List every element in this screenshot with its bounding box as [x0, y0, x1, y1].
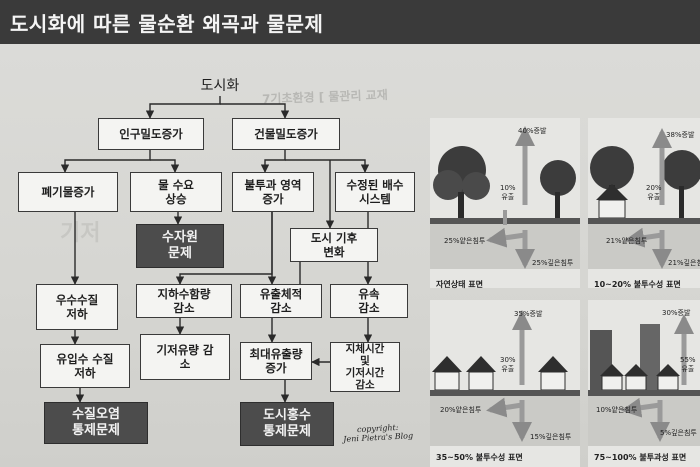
node-water-quality-control-problem: 수질오염 통제문제 — [44, 402, 148, 444]
header-bar: 도시화에 따른 물순환 왜곡과 물문제 — [0, 0, 700, 44]
panel3-deep-infiltration: 15%깊은침투 — [530, 433, 572, 441]
panel1-evaporation: 40%증발 — [518, 127, 547, 135]
node-base-flow-decrease: 기저유량 감 소 — [140, 334, 230, 380]
node-peak-flow-increase: 최대유출량 증가 — [240, 342, 312, 380]
node-flow-velocity-decrease: 유속 감소 — [330, 284, 408, 318]
panel-75-100-percent-impervious — [588, 300, 700, 467]
node-urbanization: 도시화 — [200, 78, 240, 94]
panel4-deep-infiltration: 5%깊은침투 — [660, 429, 697, 437]
node-runoff-quality-degradation: 우수수질 저하 — [36, 284, 118, 330]
background-watermark: 기저 — [60, 221, 101, 246]
panel2-deep-infiltration: 21%깊은침투 — [668, 259, 700, 267]
panel3-runoff: 30% 유출 — [500, 356, 516, 373]
panel3-evaporation: 35%증발 — [514, 310, 543, 318]
panel4-evaporation: 30%증발 — [662, 309, 691, 317]
panel4-shallow-infiltration: 10%얕은침투 — [596, 406, 638, 414]
node-urban-climate-change: 도시 기후 변화 — [290, 228, 378, 262]
panel2-label: 10~20% 불투수성 표면 — [594, 280, 681, 289]
node-urban-flood-control-problem: 도시홍수 통제문제 — [240, 402, 334, 446]
panel1-runoff: 10% 유출 — [500, 184, 516, 201]
panel2-runoff: 20% 유출 — [646, 184, 662, 201]
panel4-runoff: 55% 유출 — [680, 356, 696, 373]
node-building-density: 건물밀도증가 — [232, 118, 340, 150]
page-title: 도시화에 따른 물순환 왜곡과 물문제 — [10, 12, 324, 36]
copyright-note: copyright: Jeni Pietra's Blog — [343, 422, 414, 444]
node-modified-drainage: 수정된 배수 시스템 — [335, 172, 415, 212]
node-runoff-volume-decrease: 유출체적 감소 — [240, 284, 322, 318]
node-water-resource-problem: 수자원 문제 — [136, 224, 224, 268]
panel1-label: 자연상태 표면 — [436, 280, 483, 289]
flow-connectors — [60, 96, 373, 403]
node-inflow-quality-degradation: 유입수 수질 저하 — [40, 344, 130, 388]
panel4-label: 75~100% 불투과성 표면 — [594, 453, 687, 462]
node-waste-increase: 폐기물증가 — [18, 172, 118, 212]
panel2-shallow-infiltration: 21%얕은침투 — [606, 237, 648, 245]
node-lag-time-decrease: 지체시간 및 기저시간 감소 — [330, 342, 400, 392]
node-groundwater-recharge-decrease: 지하수함량 감소 — [136, 284, 232, 318]
node-population-density: 인구밀도증가 — [98, 118, 204, 150]
node-water-demand: 물 수요 상승 — [130, 172, 222, 212]
panel1-deep-infiltration: 25%깊은침투 — [532, 259, 574, 267]
panel3-label: 35~50% 불투수성 표면 — [436, 453, 523, 462]
node-impervious-area: 불투과 영역 증가 — [232, 172, 314, 212]
panel2-evaporation: 38%증발 — [666, 131, 695, 139]
panel1-shallow-infiltration: 25%얕은침투 — [444, 237, 486, 245]
panel3-shallow-infiltration: 20%얕은침투 — [440, 406, 482, 414]
